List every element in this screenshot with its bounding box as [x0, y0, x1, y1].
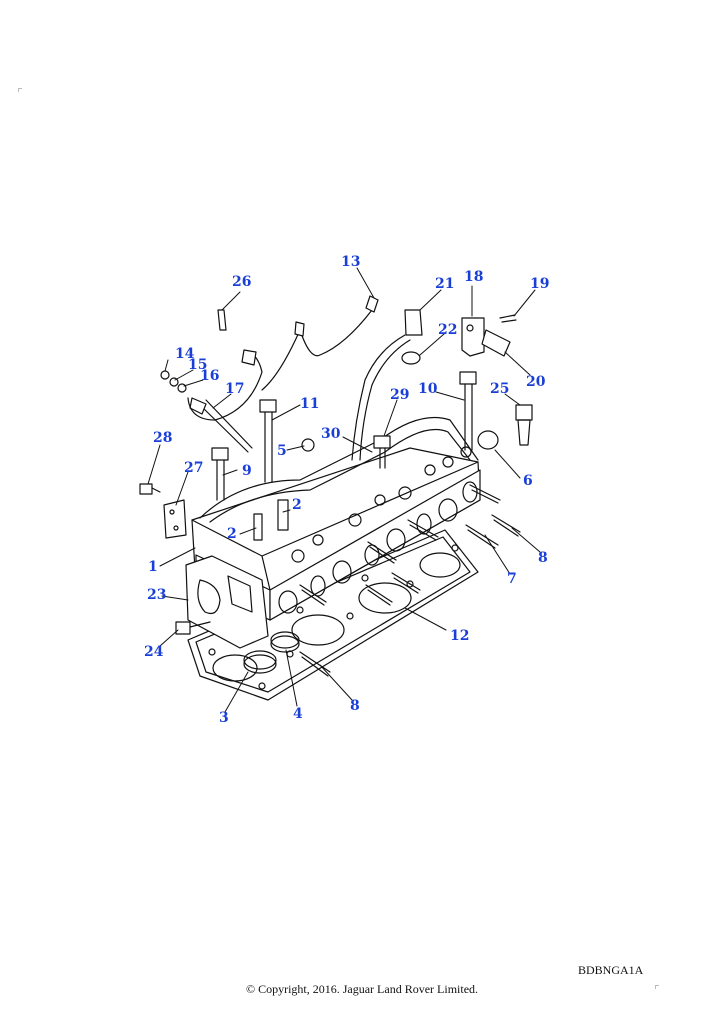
callout-12: 12 — [450, 628, 469, 644]
callout-24: 24 — [144, 644, 164, 660]
callout-13: 13 — [341, 254, 360, 270]
callout-6: 6 — [523, 473, 533, 489]
corner-mark — [18, 88, 22, 92]
callout-2: 2 — [292, 497, 302, 513]
callout-28: 28 — [153, 430, 172, 446]
callout-4: 4 — [293, 706, 303, 722]
callout-labels: 1 2 2 3 4 5 6 7 8 8 9 10 11 12 13 14 15 … — [144, 254, 549, 726]
callout-5: 5 — [277, 443, 287, 459]
callout-9: 9 — [242, 463, 252, 479]
callout-10: 10 — [418, 381, 438, 397]
callout-27: 27 — [184, 460, 203, 476]
callout-20: 20 — [526, 374, 546, 390]
callout-22: 22 — [438, 322, 457, 338]
callout-23: 23 — [147, 587, 166, 603]
leader-lines — [147, 267, 541, 713]
callout-18: 18 — [464, 269, 483, 285]
callout-19: 19 — [530, 276, 549, 292]
corner-mark — [655, 985, 659, 989]
head-end-face — [185, 555, 269, 649]
copyright-notice: © Copyright, 2016. Jaguar Land Rover Lim… — [245, 982, 479, 996]
head-gasket — [187, 529, 479, 701]
callout-11: 11 — [300, 396, 319, 412]
callout-29: 29 — [390, 387, 409, 403]
callout-8: 8 — [350, 698, 360, 714]
callout-16: 16 — [200, 368, 219, 384]
callout-26: 26 — [232, 274, 251, 290]
valve-seats — [243, 631, 300, 674]
callout-30: 30 — [321, 426, 341, 442]
injector-and-pipes — [187, 295, 411, 461]
callout-3: 3 — [219, 710, 229, 726]
callout-17: 17 — [225, 381, 244, 397]
drawing-code: BDBNGA1A — [578, 963, 644, 977]
callout-2: 2 — [227, 526, 237, 542]
callout-8: 8 — [538, 550, 548, 566]
small-parts — [139, 309, 533, 635]
callout-1: 1 — [148, 559, 158, 575]
callout-21: 21 — [435, 276, 454, 292]
studs — [299, 484, 521, 677]
callout-25: 25 — [490, 381, 509, 397]
callout-15: 15 — [188, 357, 207, 373]
head-bolts — [211, 371, 477, 501]
callout-14: 14 — [175, 346, 195, 362]
callout-7: 7 — [507, 571, 517, 587]
